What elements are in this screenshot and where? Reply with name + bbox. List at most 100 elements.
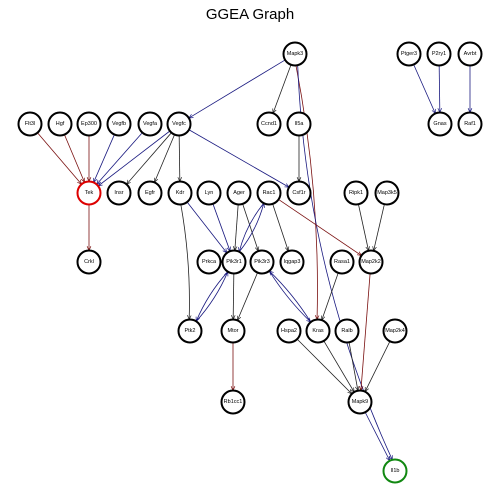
node-circle [427, 111, 453, 137]
edge-ptger3-to-gnas [413, 64, 436, 114]
edge-pik3r3-to-mtor [237, 272, 258, 321]
edge-vegfa-to-tek [97, 132, 143, 185]
node-label: Il5a [295, 121, 305, 127]
node-raf1[interactable]: Raf1 [457, 111, 483, 137]
node-pik3r3[interactable]: Pik3r3 [249, 249, 275, 275]
node-label: Kras [312, 328, 324, 334]
node-circle [396, 41, 422, 67]
node-label: Csf1r [292, 190, 305, 196]
node-circle [137, 111, 163, 137]
node-map2k4[interactable]: Map2k4 [382, 318, 408, 344]
edge-vegfb-to-tek [94, 134, 115, 183]
node-circle [76, 249, 102, 275]
node-label: Vegfb [112, 121, 126, 127]
node-circle [382, 318, 408, 344]
edge-map2k2-to-mapk9 [361, 273, 371, 390]
node-ccnd1[interactable]: Ccnd1 [256, 111, 282, 137]
node-map2k2[interactable]: Map2k2 [358, 249, 384, 275]
edge-rac1-to-pik3r1 [239, 203, 265, 251]
node-insr[interactable]: Insr [106, 180, 132, 206]
node-label: Map2k4 [385, 328, 405, 334]
node-lyn[interactable]: Lyn [196, 180, 222, 206]
node-circle [334, 318, 360, 344]
node-kras[interactable]: Kras [305, 318, 331, 344]
node-avrbt[interactable]: Avrbt [457, 41, 483, 67]
node-label: Pik3r3 [254, 259, 270, 265]
edge-vegfc-to-tek [98, 130, 171, 186]
node-iqgap3[interactable]: Iqgap3 [279, 249, 305, 275]
node-circle [382, 458, 408, 484]
edge-rac1-to-map2k2 [278, 199, 362, 255]
node-prkca[interactable]: Prkca [196, 249, 222, 275]
node-circle [256, 180, 282, 206]
node-circle [305, 318, 331, 344]
node-ptk2[interactable]: Ptk2 [177, 318, 203, 344]
edge-mapk9-to-il1b [364, 412, 390, 460]
node-map3k5[interactable]: Map3k5 [374, 180, 400, 206]
node-ptger3[interactable]: Ptger3 [396, 41, 422, 67]
node-rasa1[interactable]: Rasa1 [329, 249, 355, 275]
node-mapk3[interactable]: Mapk3 [282, 41, 308, 67]
node-p2ry1[interactable]: P2ry1 [426, 41, 452, 67]
node-vegfa[interactable]: Vegfa [137, 111, 163, 137]
node-label: Lyn [205, 190, 214, 196]
node-rb1cc1[interactable]: Rb1cc1 [220, 389, 246, 415]
node-kdr[interactable]: Kdr [167, 180, 193, 206]
node-label: Vegfa [143, 121, 158, 127]
node-vegfb[interactable]: Vegfb [106, 111, 132, 137]
node-tek[interactable]: Tek [76, 180, 102, 206]
edge-kdr-to-pik3r1 [186, 201, 227, 253]
node-circle [220, 318, 246, 344]
node-hgf[interactable]: Hgf [47, 111, 73, 137]
node-label: Gnas [433, 121, 446, 127]
node-flt3l[interactable]: Flt3l [17, 111, 43, 137]
node-vegfc[interactable]: Vegfc [166, 111, 192, 137]
node-circle [196, 180, 222, 206]
node-gnas[interactable]: Gnas [427, 111, 453, 137]
node-circle [358, 249, 384, 275]
edge-hgf-to-tek [64, 134, 84, 183]
node-label: Rb1cc1 [224, 399, 243, 405]
node-csf1r[interactable]: Csf1r [286, 180, 312, 206]
node-egfr[interactable]: Egfr [137, 180, 163, 206]
node-il5a[interactable]: Il5a [286, 111, 312, 137]
edge-rasa1-to-kras [322, 272, 339, 320]
edge-mapk3-to-ccnd1 [273, 64, 292, 113]
node-label: Ep300 [81, 121, 97, 127]
node-mapk9[interactable]: Mapk9 [347, 389, 373, 415]
edge-p2ry1-to-gnas [439, 65, 440, 112]
node-label: Mapk9 [352, 399, 369, 405]
node-ripk1[interactable]: Ripk1 [343, 180, 369, 206]
node-pik3r1[interactable]: Pik3r1 [221, 249, 247, 275]
node-label: Avrbt [464, 51, 477, 57]
node-rac1[interactable]: Rac1 [256, 180, 282, 206]
node-circle [276, 318, 302, 344]
edge-ptk2-to-pik3r1 [195, 272, 228, 322]
edge-kdr-to-ptk2 [180, 204, 190, 319]
node-circle [329, 249, 355, 275]
node-circle [343, 180, 369, 206]
node-ager[interactable]: Ager [226, 180, 252, 206]
edge-mapk3-to-kras [295, 65, 318, 319]
node-circle [279, 249, 305, 275]
node-ep300[interactable]: Ep300 [76, 111, 102, 137]
node-hspa2[interactable]: Hspa2 [276, 318, 302, 344]
node-label: Raf1 [464, 121, 476, 127]
node-label: Flt3l [25, 121, 35, 127]
node-label: Il1b [391, 468, 400, 474]
node-label: Ptger3 [401, 51, 417, 57]
node-crkl[interactable]: Crkl [76, 249, 102, 275]
node-circle [137, 180, 163, 206]
node-ralb[interactable]: Ralb [334, 318, 360, 344]
node-label: Crkl [84, 259, 94, 265]
edge-mapk3-to-vegfc [189, 59, 286, 118]
node-circle [177, 318, 203, 344]
edge-map3k5-to-map2k2 [374, 204, 385, 251]
edge-ager-to-pik3r1 [235, 204, 239, 250]
node-circle [286, 111, 312, 137]
node-circle [374, 180, 400, 206]
node-il1b[interactable]: Il1b [382, 458, 408, 484]
edge-ager-to-pik3r3 [242, 203, 259, 251]
edge-pik3r1-to-rac1 [238, 203, 264, 252]
node-mtor[interactable]: Mtor [220, 318, 246, 344]
